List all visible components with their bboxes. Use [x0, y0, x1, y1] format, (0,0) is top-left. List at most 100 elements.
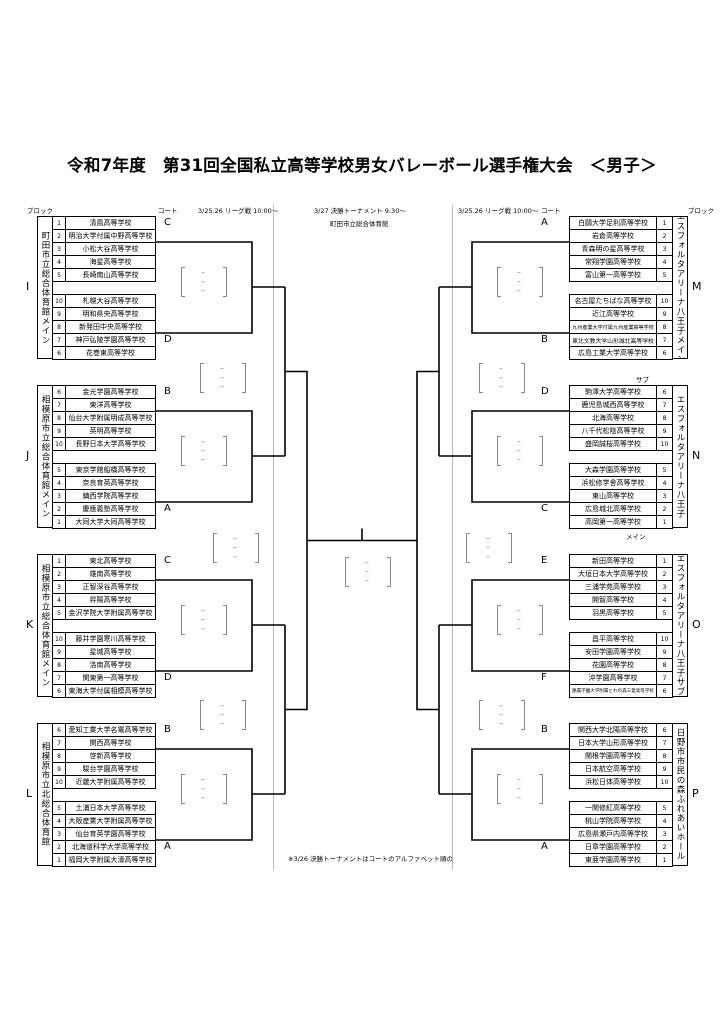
- team-name: 鎮西学院高等学校: [65, 489, 156, 503]
- score-dash: –: [220, 701, 224, 710]
- team-name: 長崎南山高等学校: [65, 268, 156, 282]
- score-dash: –: [517, 437, 521, 446]
- team-number: 1: [656, 515, 673, 529]
- team-number: 7: [656, 333, 673, 347]
- team-number: 2: [52, 502, 66, 516]
- page-title: 令和7年度 第31回全国私立高等学校男女バレーボール選手権大会 ＜男子＞: [67, 156, 657, 175]
- team-name: 常翔学園高等学校: [569, 255, 657, 269]
- team-number: 6: [656, 346, 673, 360]
- team-number: 2: [52, 229, 66, 243]
- team-name: 仙台大学附属明成高等学校: [65, 411, 156, 425]
- team-number: 10: [52, 294, 66, 308]
- score-dash: –: [517, 606, 521, 615]
- score-dash: –: [201, 277, 205, 286]
- team-name: 鹿児島城西高等学校: [569, 398, 657, 412]
- court-letter-top: E: [541, 555, 548, 566]
- block-letter: N: [692, 449, 701, 462]
- bracket-left: [497, 605, 501, 635]
- team-number: 7: [656, 736, 673, 750]
- score-dash: –: [517, 277, 521, 286]
- block-venue: エスフォルタアリーナ八王子メイン: [672, 216, 688, 359]
- bracket-left: [479, 363, 483, 393]
- team-number: 9: [656, 424, 673, 438]
- team-number: 9: [656, 307, 673, 321]
- score-dash: –: [201, 286, 205, 295]
- court-letter-bottom: A: [164, 841, 171, 852]
- score-dash: –: [499, 701, 503, 710]
- team-number: 5: [52, 801, 66, 815]
- team-name: 岩倉高等学校: [569, 229, 657, 243]
- team-name: 札幌大谷高等学校: [65, 294, 156, 308]
- court-letter-top: C: [164, 555, 171, 566]
- team-number: 6: [656, 723, 673, 737]
- team-number: 4: [656, 593, 673, 607]
- team-name: 駿台学園高等学校: [65, 762, 156, 776]
- team-name: 洛南高等学校: [65, 658, 156, 672]
- score-dash: –: [517, 615, 521, 624]
- team-number: 3: [52, 580, 66, 594]
- divider-right: [452, 205, 453, 870]
- team-number: 2: [52, 567, 66, 581]
- score-dash: –: [486, 552, 490, 561]
- team-number: 3: [656, 489, 673, 503]
- team-name: 新発田中央高等学校: [65, 320, 156, 334]
- bracket-left: [181, 605, 185, 635]
- score-dash: –: [499, 364, 503, 373]
- score-dash: –: [201, 775, 205, 784]
- team-number: 8: [656, 411, 673, 425]
- score-dash: –: [201, 437, 205, 446]
- team-number: 2: [656, 567, 673, 581]
- team-name: 昇陽高等学校: [65, 593, 156, 607]
- team-name: 安田学園高等学校: [569, 645, 657, 659]
- team-number: 5: [52, 606, 66, 620]
- score-placeholder: –––: [181, 605, 227, 635]
- team-name: 大森学園高等学校: [569, 463, 657, 477]
- team-number: 2: [52, 840, 66, 854]
- team-number: 10: [656, 632, 673, 646]
- team-name: 浜松修学舎高等学校: [569, 476, 657, 490]
- block-letter: O: [692, 618, 701, 631]
- team-number: 7: [52, 333, 66, 347]
- team-name: 広島城北高等学校: [569, 502, 657, 516]
- bracket-right: [539, 267, 543, 297]
- team-name: 東北文教大学山形城北高等学校: [569, 333, 657, 347]
- team-number: 5: [656, 801, 673, 815]
- team-number: 1: [52, 853, 66, 867]
- team-name: 明和県央高等学校: [65, 307, 156, 321]
- main-label: メイン: [626, 533, 646, 541]
- team-name: 羽黒高等学校: [569, 606, 657, 620]
- bracket-right: [521, 700, 525, 730]
- team-number: 8: [52, 658, 66, 672]
- team-number: 8: [656, 658, 673, 672]
- schedule-right: 3/25.26 リーグ戦 10:00～: [458, 207, 539, 215]
- team-number: 9: [52, 307, 66, 321]
- team-name: 海星高等学校: [65, 255, 156, 269]
- semi-bracket: [416, 370, 439, 711]
- team-number: 4: [52, 255, 66, 269]
- score-placeholder: –––: [479, 363, 525, 393]
- team-name: 金光学園高等学校: [65, 385, 156, 399]
- score-dash: –: [517, 793, 521, 802]
- team-number: 10: [656, 775, 673, 789]
- team-name: 花園高等学校: [569, 658, 657, 672]
- team-name: 東海大学付属相模高等学校: [65, 684, 156, 698]
- court-header-right: コート: [541, 207, 561, 215]
- team-name: 東北高等学校: [65, 554, 156, 568]
- team-number: 3: [656, 242, 673, 256]
- team-name: 関西大学北陽高等学校: [569, 723, 657, 737]
- team-number: 3: [656, 580, 673, 594]
- score-dash: –: [201, 624, 205, 633]
- team-name: 盛岡誠桜高等学校: [569, 437, 657, 451]
- team-number: 1: [656, 853, 673, 867]
- score-dash: –: [486, 543, 490, 552]
- team-number: 3: [52, 827, 66, 841]
- score-dash: –: [201, 446, 205, 455]
- score-placeholder: –––: [200, 700, 246, 730]
- team-number: 10: [656, 437, 673, 451]
- team-number: 7: [52, 671, 66, 685]
- bracket-right: [242, 700, 246, 730]
- team-number: 3: [52, 489, 66, 503]
- score-placeholder: –––: [213, 533, 259, 563]
- score-dash: –: [486, 534, 490, 543]
- team-number: 6: [52, 385, 66, 399]
